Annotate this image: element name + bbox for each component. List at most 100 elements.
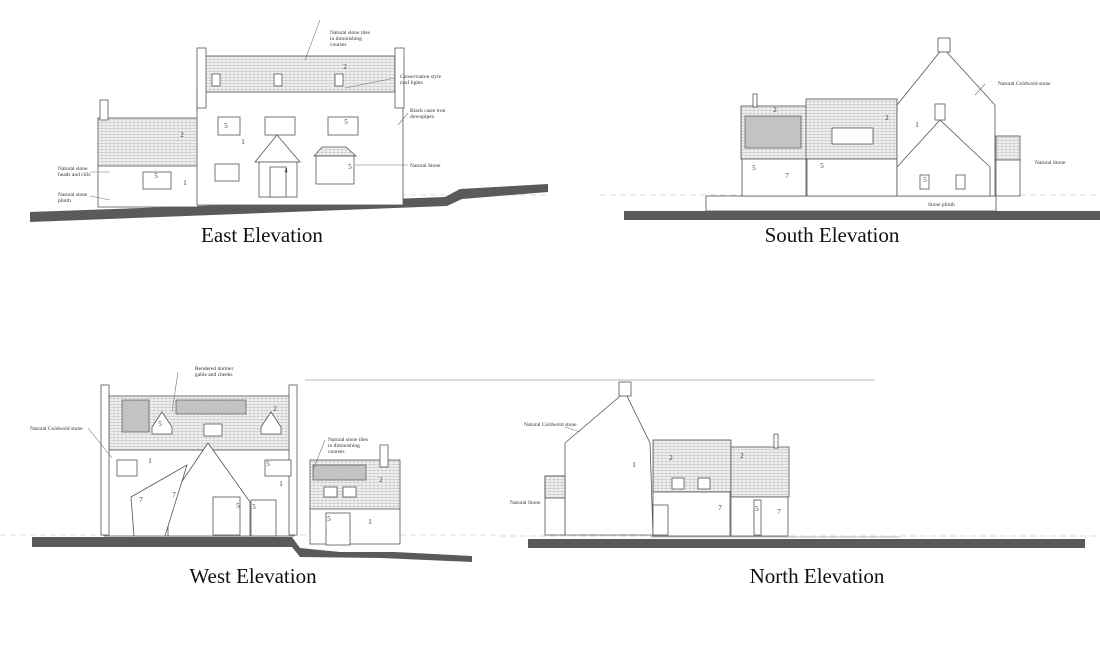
note: plinth bbox=[58, 198, 71, 204]
material-marker: 4 bbox=[284, 167, 288, 175]
ground-line bbox=[624, 211, 1100, 220]
roof bbox=[730, 446, 790, 498]
material-marker: 5 bbox=[327, 515, 331, 523]
solar-panels bbox=[121, 399, 150, 433]
flue bbox=[773, 433, 779, 449]
note: Natural Stone bbox=[510, 500, 541, 506]
note: Natural stone tiles bbox=[330, 30, 370, 36]
material-marker: 5 bbox=[224, 122, 228, 130]
note: downpipes bbox=[410, 114, 434, 120]
roof-glazing bbox=[831, 127, 874, 145]
glazed-doors bbox=[212, 496, 241, 536]
roof bbox=[995, 135, 1021, 161]
window bbox=[214, 163, 240, 182]
south-elevation: Natural Coldwold stone Natural Stone Sto… bbox=[600, 37, 1100, 247]
roof-light bbox=[697, 477, 711, 490]
wing-wall bbox=[309, 507, 401, 545]
material-marker: 1 bbox=[279, 480, 283, 488]
roof-light bbox=[273, 73, 283, 87]
material-marker: 7 bbox=[172, 491, 176, 499]
window bbox=[142, 171, 172, 190]
chimney bbox=[196, 47, 207, 109]
roof bbox=[652, 439, 732, 493]
note: roof lights bbox=[400, 79, 423, 86]
door bbox=[652, 504, 669, 536]
roof-light bbox=[211, 73, 221, 87]
material-marker: 5 bbox=[252, 503, 256, 511]
note: courses bbox=[330, 42, 347, 48]
window bbox=[955, 174, 966, 190]
window bbox=[327, 116, 359, 136]
note: Stone plinth bbox=[928, 202, 955, 208]
material-marker: 5 bbox=[923, 176, 927, 184]
note: Natural Stone bbox=[410, 163, 441, 169]
material-marker: 1 bbox=[148, 457, 152, 465]
wing-roof bbox=[97, 117, 199, 167]
solar-panels bbox=[312, 464, 367, 481]
material-marker: 7 bbox=[777, 508, 781, 516]
drawing-title: North Elevation bbox=[750, 564, 885, 588]
material-marker: 2 bbox=[379, 476, 383, 484]
north-elevation: Natural Coldwold stone Natural Stone 1 2… bbox=[500, 381, 1100, 588]
material-marker: 1 bbox=[632, 461, 636, 469]
material-marker: 5 bbox=[348, 163, 352, 171]
material-marker: 5 bbox=[752, 164, 756, 172]
note: Natural Coldwold stone bbox=[524, 422, 577, 428]
chimney bbox=[618, 381, 632, 397]
material-marker: 2 bbox=[885, 114, 889, 122]
porch-roof bbox=[544, 475, 566, 499]
roof-light bbox=[323, 486, 338, 498]
dormer bbox=[260, 411, 282, 435]
material-marker: 1 bbox=[368, 518, 372, 526]
roof-light bbox=[342, 486, 357, 498]
drawing-title: South Elevation bbox=[765, 223, 900, 247]
glazed-doors bbox=[325, 512, 351, 546]
front-door bbox=[269, 166, 287, 198]
dormer bbox=[151, 411, 173, 435]
flue bbox=[752, 93, 758, 108]
material-marker: 2 bbox=[273, 405, 277, 413]
chimney bbox=[934, 103, 946, 121]
note: Natural stone bbox=[58, 166, 88, 172]
material-marker: 1 bbox=[915, 121, 919, 129]
material-marker: 7 bbox=[139, 496, 143, 504]
note: Natural Coldwold stone bbox=[30, 426, 83, 432]
ground-line bbox=[32, 537, 472, 562]
roof-light bbox=[203, 423, 223, 437]
note: courses bbox=[328, 449, 345, 455]
wall bbox=[995, 159, 1021, 197]
material-marker: 2 bbox=[773, 106, 777, 114]
gable-house bbox=[564, 391, 654, 536]
material-marker: 5 bbox=[158, 420, 162, 428]
note: heads and cills bbox=[58, 172, 90, 178]
material-marker: 5 bbox=[266, 460, 270, 468]
material-marker: 5 bbox=[154, 172, 158, 180]
material-marker: 2 bbox=[669, 454, 673, 462]
window bbox=[753, 499, 762, 536]
chimney bbox=[99, 99, 109, 121]
east-elevation: Natural stone tiles in diminishing cours… bbox=[30, 19, 550, 247]
note: in diminishing bbox=[328, 443, 360, 449]
west-elevation: Rendered dormer gable and cheeks Natural… bbox=[0, 366, 875, 588]
glazed-wall bbox=[741, 157, 807, 197]
window bbox=[116, 459, 138, 477]
note: Natural Stone bbox=[1035, 160, 1066, 166]
material-marker: 1 bbox=[241, 138, 245, 146]
material-marker: 5 bbox=[820, 162, 824, 170]
note: Natural stone tiles bbox=[328, 437, 368, 443]
note: in diminishing bbox=[330, 36, 362, 42]
drawing-title: East Elevation bbox=[201, 223, 323, 247]
material-marker: 7 bbox=[785, 172, 789, 180]
window bbox=[217, 116, 241, 136]
window bbox=[919, 174, 930, 190]
note: Natural stone bbox=[58, 192, 88, 198]
glazed-doors bbox=[250, 499, 277, 537]
material-marker: 5 bbox=[236, 502, 240, 510]
chimney bbox=[379, 444, 389, 468]
main-roof bbox=[204, 55, 396, 93]
window bbox=[264, 459, 292, 477]
note: Rendered dormer bbox=[195, 366, 233, 372]
chimney bbox=[100, 384, 110, 536]
material-marker: 2 bbox=[343, 63, 347, 71]
note: Black caste iron bbox=[410, 108, 446, 114]
